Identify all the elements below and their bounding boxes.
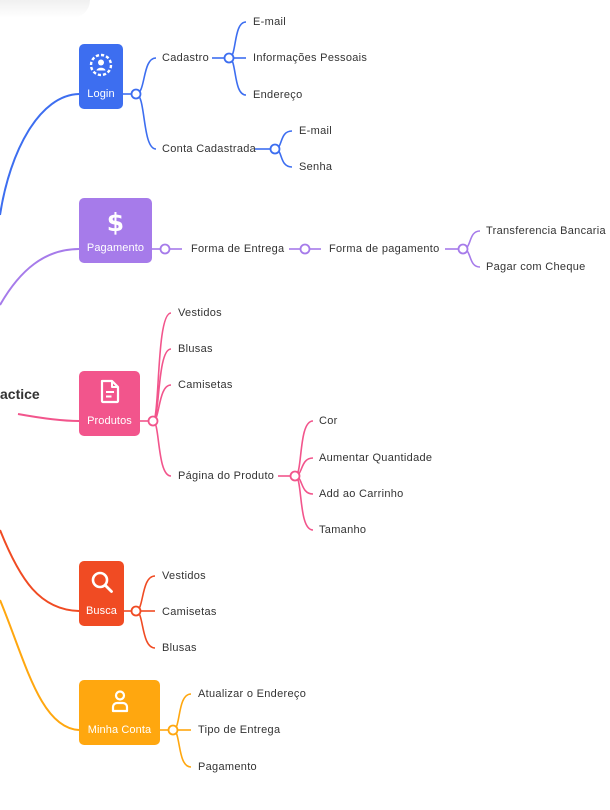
busca-label: Busca <box>85 605 118 617</box>
busca-node[interactable]: Busca <box>79 561 124 626</box>
conta-cadastrada-topic[interactable]: Conta Cadastrada <box>162 143 257 155</box>
pagina-item-cor[interactable]: Cor <box>319 415 338 427</box>
forma-de-entrega-topic[interactable]: Forma de Entrega <box>191 243 285 255</box>
pagamento-item-transferencia[interactable]: Transferencia Bancaria <box>486 225 606 237</box>
cadastro-item-endereco[interactable]: Endereço <box>253 89 303 101</box>
pagina-do-produto-topic[interactable]: Página do Produto <box>178 470 275 482</box>
root-topic-label[interactable]: actice <box>0 386 40 402</box>
produtos-item-camisetas[interactable]: Camisetas <box>178 379 233 391</box>
connector-root-login <box>0 93 80 216</box>
pagina-item-tamanho[interactable]: Tamanho <box>319 524 367 536</box>
conta-item-pagamento[interactable]: Pagamento <box>198 761 257 773</box>
pagamento-node[interactable]: $ Pagamento <box>79 198 152 263</box>
corner-shadow <box>0 0 90 18</box>
conta-item-email[interactable]: E-mail <box>299 125 332 137</box>
produtos-item-blusas[interactable]: Blusas <box>178 343 213 355</box>
busca-item-blusas[interactable]: Blusas <box>162 642 197 654</box>
gear-user-icon <box>89 53 113 82</box>
conta-item-senha[interactable]: Senha <box>299 161 333 173</box>
busca-item-vestidos[interactable]: Vestidos <box>162 570 206 582</box>
login-label: Login <box>87 88 115 100</box>
connector-root-produtos <box>17 413 80 422</box>
produtos-item-vestidos[interactable]: Vestidos <box>178 307 222 319</box>
forma-de-pagamento-topic[interactable]: Forma de pagamento <box>329 243 440 255</box>
cadastro-item-informacoes[interactable]: Informações Pessoais <box>253 52 368 64</box>
pagamento-label: Pagamento <box>86 242 145 254</box>
login-node[interactable]: Login <box>79 44 123 109</box>
pagamento-item-cheque[interactable]: Pagar com Cheque <box>486 261 586 273</box>
produtos-node[interactable]: Produtos <box>79 371 140 436</box>
document-icon <box>99 379 121 409</box>
conta-item-atualizar-endereco[interactable]: Atualizar o Endereço <box>198 688 307 700</box>
minha-conta-label: Minha Conta <box>87 724 152 736</box>
pagina-item-aumentar-quantidade[interactable]: Aumentar Quantidade <box>319 452 433 464</box>
connector-root-pagamento <box>0 248 80 306</box>
search-icon <box>90 570 114 599</box>
produtos-label: Produtos <box>87 415 132 427</box>
connector-root-busca <box>0 529 80 612</box>
user-icon <box>111 689 129 718</box>
cadastro-item-email[interactable]: E-mail <box>253 16 286 28</box>
conta-item-tipo-entrega[interactable]: Tipo de Entrega <box>198 724 281 736</box>
minha-conta-node[interactable]: Minha Conta <box>79 680 160 745</box>
connector-root-minha-conta <box>0 599 80 731</box>
busca-item-camisetas[interactable]: Camisetas <box>162 606 217 618</box>
cadastro-topic[interactable]: Cadastro <box>162 52 210 64</box>
dollar-icon: $ <box>106 208 125 237</box>
pagina-item-add-carrinho[interactable]: Add ao Carrinho <box>319 488 404 500</box>
